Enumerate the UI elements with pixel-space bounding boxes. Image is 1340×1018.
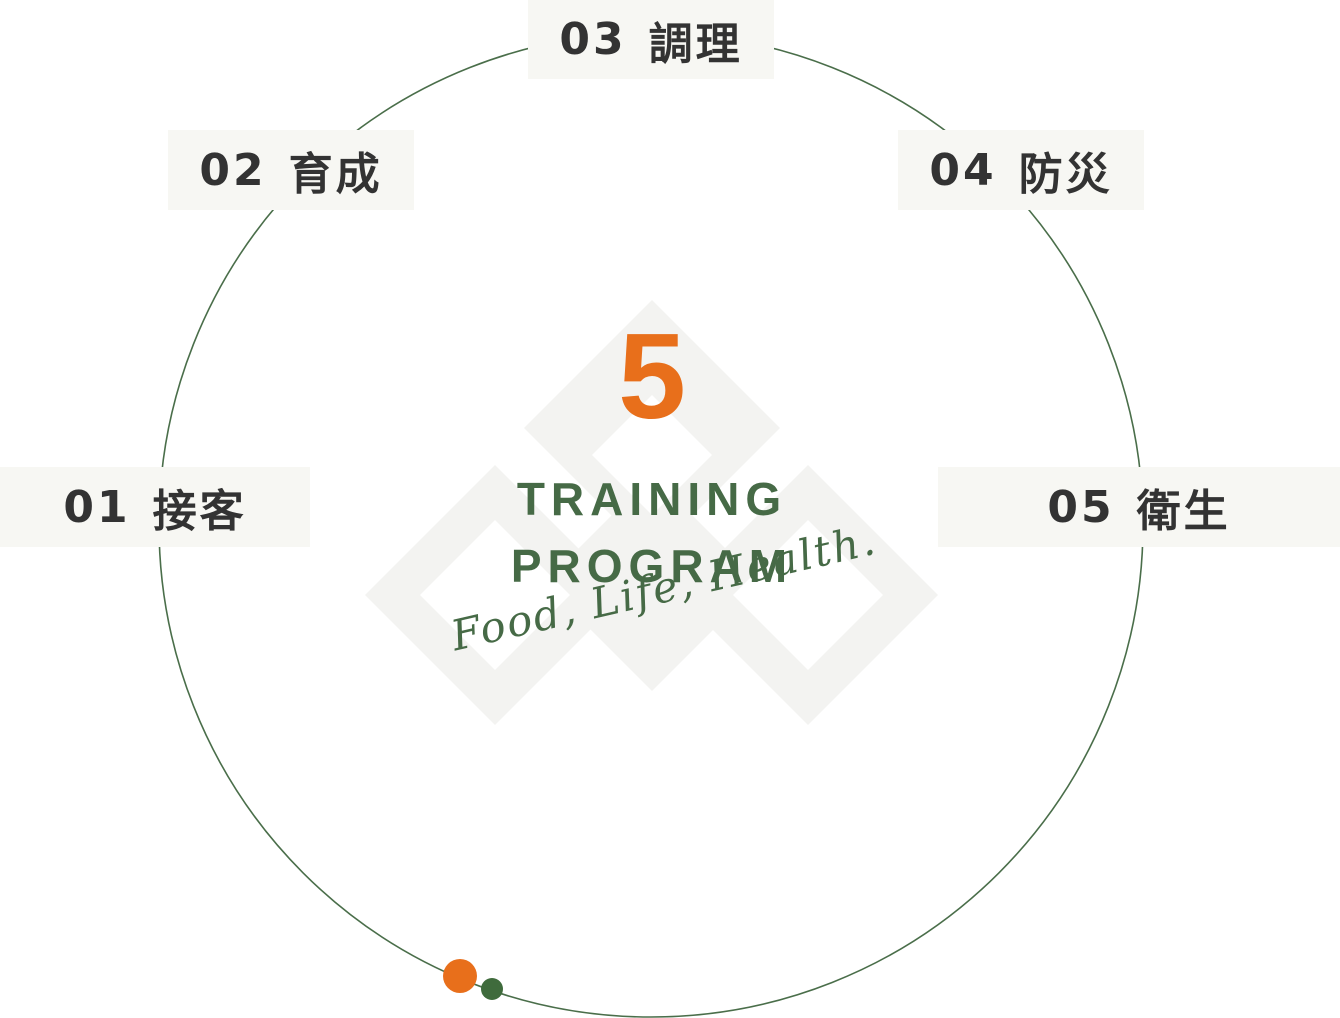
program-title-line1: TRAINING [516,473,788,525]
program-item-01: 01 接客 [0,467,310,547]
item-number: 03 [559,14,627,65]
item-label: 調理 [648,18,743,70]
program-item-03: 03 調理 [528,0,774,79]
item-label: 接客 [152,486,247,537]
orange-marker-dot [443,959,477,993]
item-number: 04 [929,144,997,196]
green-marker-dot [481,978,503,1000]
program-count: 5 [618,308,686,444]
program-title-line2: PROGRAM [510,540,794,592]
watermark-logo-icon [365,300,938,725]
item-label: 衛生 [1136,486,1231,537]
item-number: 02 [199,144,267,196]
item-number: 05 [1047,481,1115,533]
item-label: 防災 [1018,149,1113,200]
item-number: 01 [63,481,131,533]
program-item-02: 02 育成 [168,130,414,210]
program-item-05: 05 衛生 [938,467,1340,547]
program-item-04: 04 防災 [898,130,1144,210]
item-label: 育成 [288,149,383,200]
